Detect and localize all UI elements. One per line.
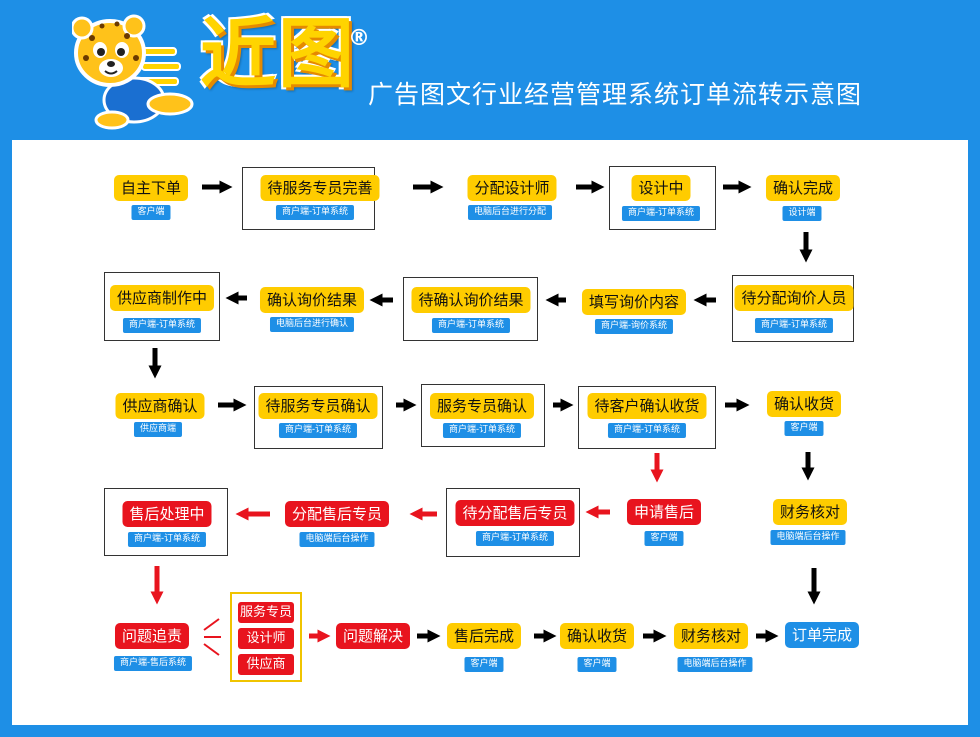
node-n2-label: 待服务专员完善: [260, 175, 380, 201]
node-n11-label: 供应商确认: [115, 393, 205, 419]
node-n9-label: 确认询价结果: [259, 287, 365, 313]
node-n15-label: 确认收货: [766, 391, 842, 417]
node-n24-sub: 客户端: [577, 657, 617, 672]
node-n10-sub: 商户端-订单系统: [122, 318, 202, 333]
page-title: 广告图文行业经营管理系统订单流转示意图: [368, 80, 863, 109]
node-n14-label: 待客户确认收货: [587, 393, 707, 419]
node-n2-sub: 商户端-订单系统: [275, 205, 355, 220]
node-n7-label: 填写询价内容: [581, 289, 687, 315]
node-n19-label: 售后处理中: [122, 501, 212, 527]
node-n22-label: 问题解决: [335, 623, 411, 649]
registered-mark: ®: [348, 26, 370, 51]
node-n23-sub: 客户端: [464, 657, 504, 672]
node-n8-sub: 商户端-订单系统: [431, 318, 511, 333]
node-n19-sub: 商户端-订单系统: [127, 532, 207, 547]
node-n5-sub: 设计端: [782, 206, 822, 221]
node-n14-sub: 商户端-订单系统: [607, 423, 687, 438]
node-n24-label: 确认收货: [559, 623, 635, 649]
party-service-agent: 服务专员: [238, 602, 294, 623]
logo: 近图 ®: [72, 8, 372, 133]
node-n17-sub: 商户端-订单系统: [475, 531, 555, 546]
party-designer: 设计师: [238, 628, 294, 649]
node-n3-sub: 电脑后台进行分配: [467, 205, 553, 220]
header: 近图 ® 广告图文行业经营管理系统订单流转示意图: [0, 0, 980, 140]
node-n5-label: 确认完成: [765, 175, 841, 201]
node-n10-label: 供应商制作中: [109, 285, 215, 311]
node-n26-label: 订单完成: [784, 622, 860, 648]
node-n12-sub: 商户端-订单系统: [278, 423, 358, 438]
node-n1-sub: 客户端: [131, 205, 171, 220]
node-n25-sub: 电脑端后台操作: [677, 657, 753, 672]
node-n21-sub: 商户端-售后系统: [113, 656, 193, 671]
node-n6-label: 待分配询价人员: [734, 285, 854, 311]
node-n3-label: 分配设计师: [467, 175, 557, 201]
node-n9-sub: 电脑后台进行确认: [269, 317, 355, 332]
node-n21-label: 问题追责: [114, 623, 190, 649]
responsible-parties-box: 服务专员 设计师 供应商: [230, 592, 302, 682]
node-n4-sub: 商户端-订单系统: [621, 206, 701, 221]
leopard-mascot-icon: [72, 14, 194, 130]
brand-name: 近图: [200, 9, 356, 98]
node-n18-label: 分配售后专员: [284, 501, 390, 527]
node-n17-label: 待分配售后专员: [455, 500, 575, 526]
node-n6-sub: 商户端-订单系统: [754, 318, 834, 333]
node-n16-sub: 客户端: [644, 531, 684, 546]
node-n13-label: 服务专员确认: [429, 393, 535, 419]
node-n16-label: 申请售后: [626, 499, 702, 525]
node-n13-sub: 商户端-订单系统: [442, 423, 522, 438]
node-n15-sub: 客户端: [784, 421, 824, 436]
node-n25-label: 财务核对: [673, 623, 749, 649]
node-n18-sub: 电脑端后台操作: [299, 532, 375, 547]
node-n7-sub: 商户端-询价系统: [594, 319, 674, 334]
node-n23-label: 售后完成: [446, 623, 522, 649]
node-n12-label: 待服务专员确认: [258, 393, 378, 419]
node-n20-label: 财务核对: [772, 499, 848, 525]
node-n20-sub: 电脑端后台操作: [770, 530, 846, 545]
node-n4-label: 设计中: [631, 175, 691, 201]
node-n8-label: 待确认询价结果: [411, 287, 531, 313]
node-n11-sub: 供应商端: [133, 422, 183, 437]
party-supplier: 供应商: [238, 654, 294, 675]
node-n1-label: 自主下单: [113, 175, 189, 201]
